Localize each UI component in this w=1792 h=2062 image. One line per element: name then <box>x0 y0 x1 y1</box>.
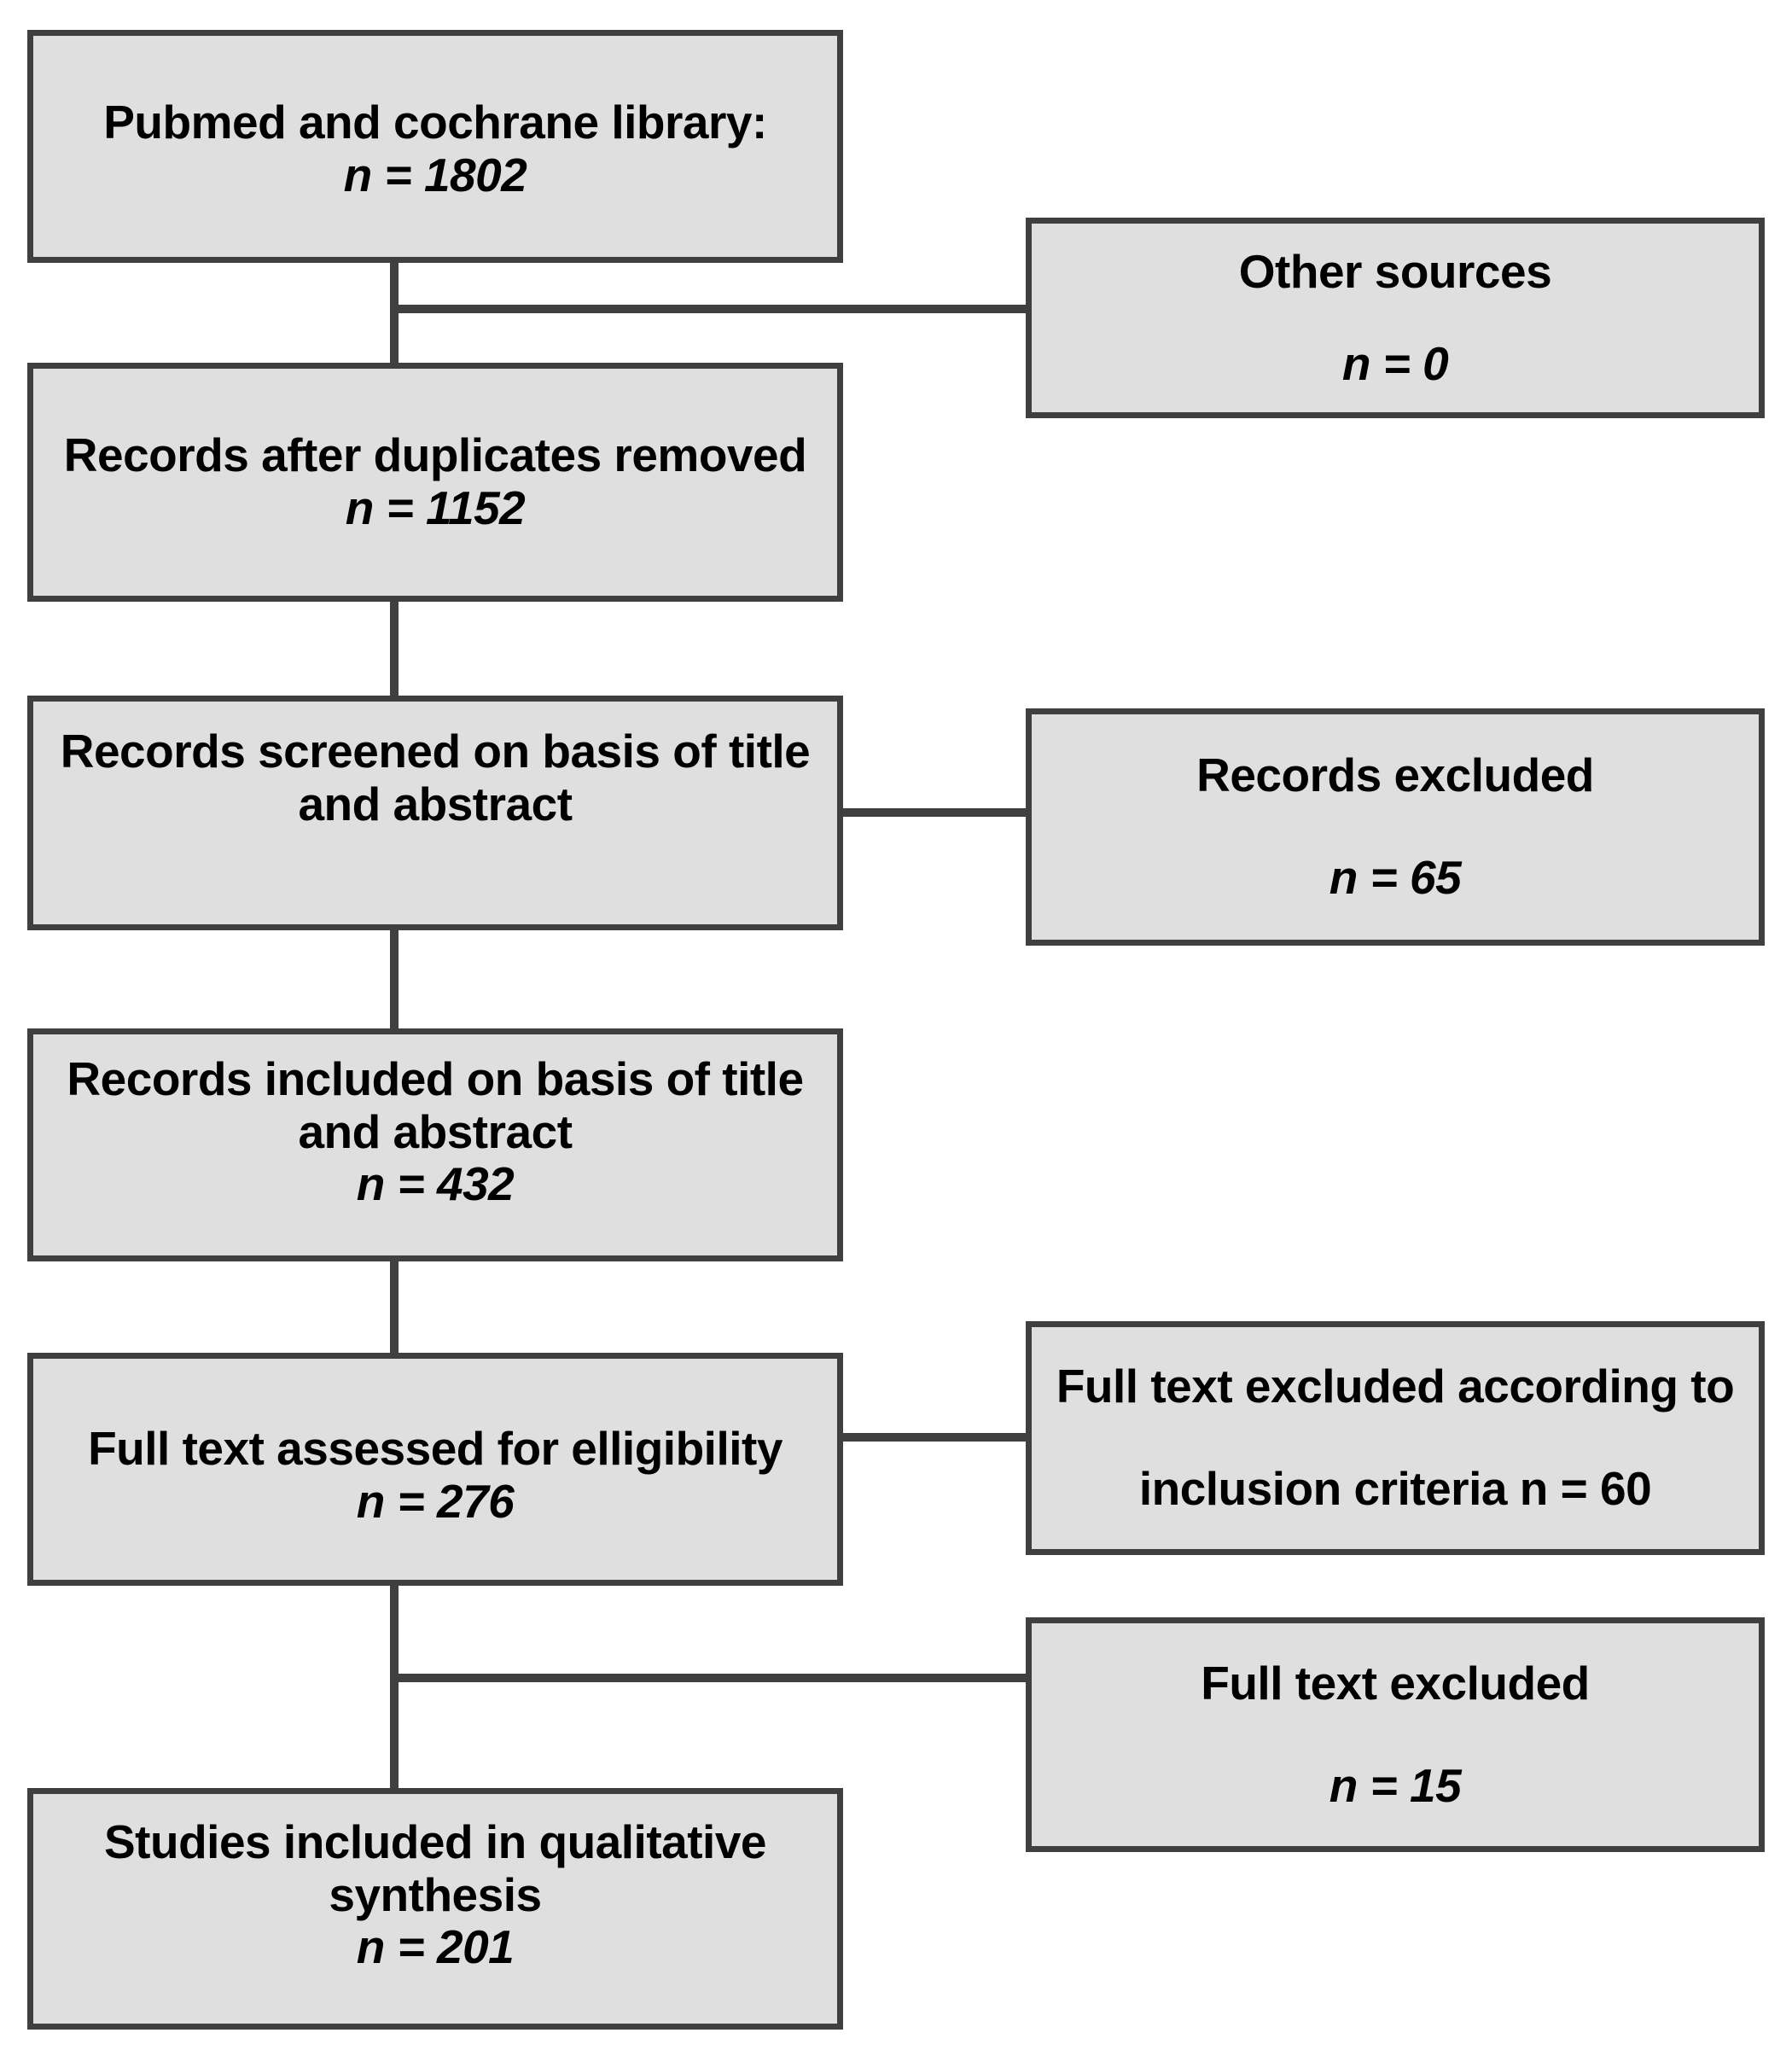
node-fulltext-excluded-count: n = 15 <box>1329 1758 1462 1812</box>
node-fulltext-excluded-criteria: Full text excluded according to inclusio… <box>1026 1321 1765 1555</box>
node-records-excluded-count: n = 65 <box>1329 851 1462 904</box>
node-records-included: Records included on basis of title and a… <box>27 1028 843 1261</box>
node-screened-label-line1: Records screened on basis of title <box>60 725 811 778</box>
connector-fulltext-to-excluded-criteria <box>838 1433 1031 1442</box>
node-synthesis-count: n = 201 <box>356 1920 515 1974</box>
node-duplicates-removed: Records after duplicates removed n = 115… <box>27 363 843 602</box>
node-records-excluded-label: Records excluded <box>1196 748 1594 802</box>
connector-screened-to-records-excluded <box>838 808 1031 817</box>
node-included-label-line2: and abstract <box>298 1104 573 1158</box>
node-synthesis-label-line2: synthesis <box>329 1867 542 1921</box>
node-fulltext-label: Full text assessed for elligibility <box>88 1421 783 1475</box>
node-fulltext-count: n = 276 <box>356 1474 515 1528</box>
node-fulltext-excluded-label: Full text excluded <box>1201 1656 1590 1710</box>
connector-duplicates-to-screened <box>390 602 399 700</box>
node-synthesis-label-line1: Studies included in qualitative <box>103 1815 767 1868</box>
node-other-sources-count: n = 0 <box>1341 336 1449 390</box>
node-other-sources-label: Other sources <box>1238 244 1552 298</box>
connector-spine-to-fulltext-excluded <box>390 1674 1032 1682</box>
node-records-screened: Records screened on basis of title and a… <box>27 696 843 930</box>
node-records-excluded: Records excluded n = 65 <box>1026 708 1765 946</box>
node-fulltext-excluded-criteria-line1: Full text excluded according to <box>1056 1360 1735 1413</box>
node-duplicates-label: Records after duplicates removed <box>63 428 807 482</box>
connector-spine-to-other-sources <box>390 305 1032 313</box>
connector-fulltext-to-synthesis <box>390 1586 399 1792</box>
node-sources-label: Pubmed and cochrane library: <box>103 95 767 149</box>
node-included-label-line1: Records included on basis of title <box>67 1052 804 1105</box>
node-included-count: n = 432 <box>356 1157 515 1211</box>
node-studies-included-synthesis: Studies included in qualitative synthesi… <box>27 1788 843 2030</box>
node-duplicates-count: n = 1152 <box>345 481 526 534</box>
connector-included-to-fulltext <box>390 1261 399 1357</box>
node-sources-count: n = 1802 <box>343 148 527 201</box>
node-fulltext-excluded-criteria-line2: inclusion criteria n = 60 <box>1138 1462 1652 1515</box>
connector-screened-to-included <box>390 930 399 1033</box>
node-other-sources: Other sources n = 0 <box>1026 218 1765 418</box>
node-screened-label-line2: and abstract <box>298 777 573 830</box>
node-fulltext-excluded: Full text excluded n = 15 <box>1026 1617 1765 1852</box>
node-sources: Pubmed and cochrane library: n = 1802 <box>27 30 843 263</box>
node-fulltext-assessed: Full text assessed for elligibility n = … <box>27 1353 843 1586</box>
connector-sources-to-duplicates <box>390 263 399 365</box>
